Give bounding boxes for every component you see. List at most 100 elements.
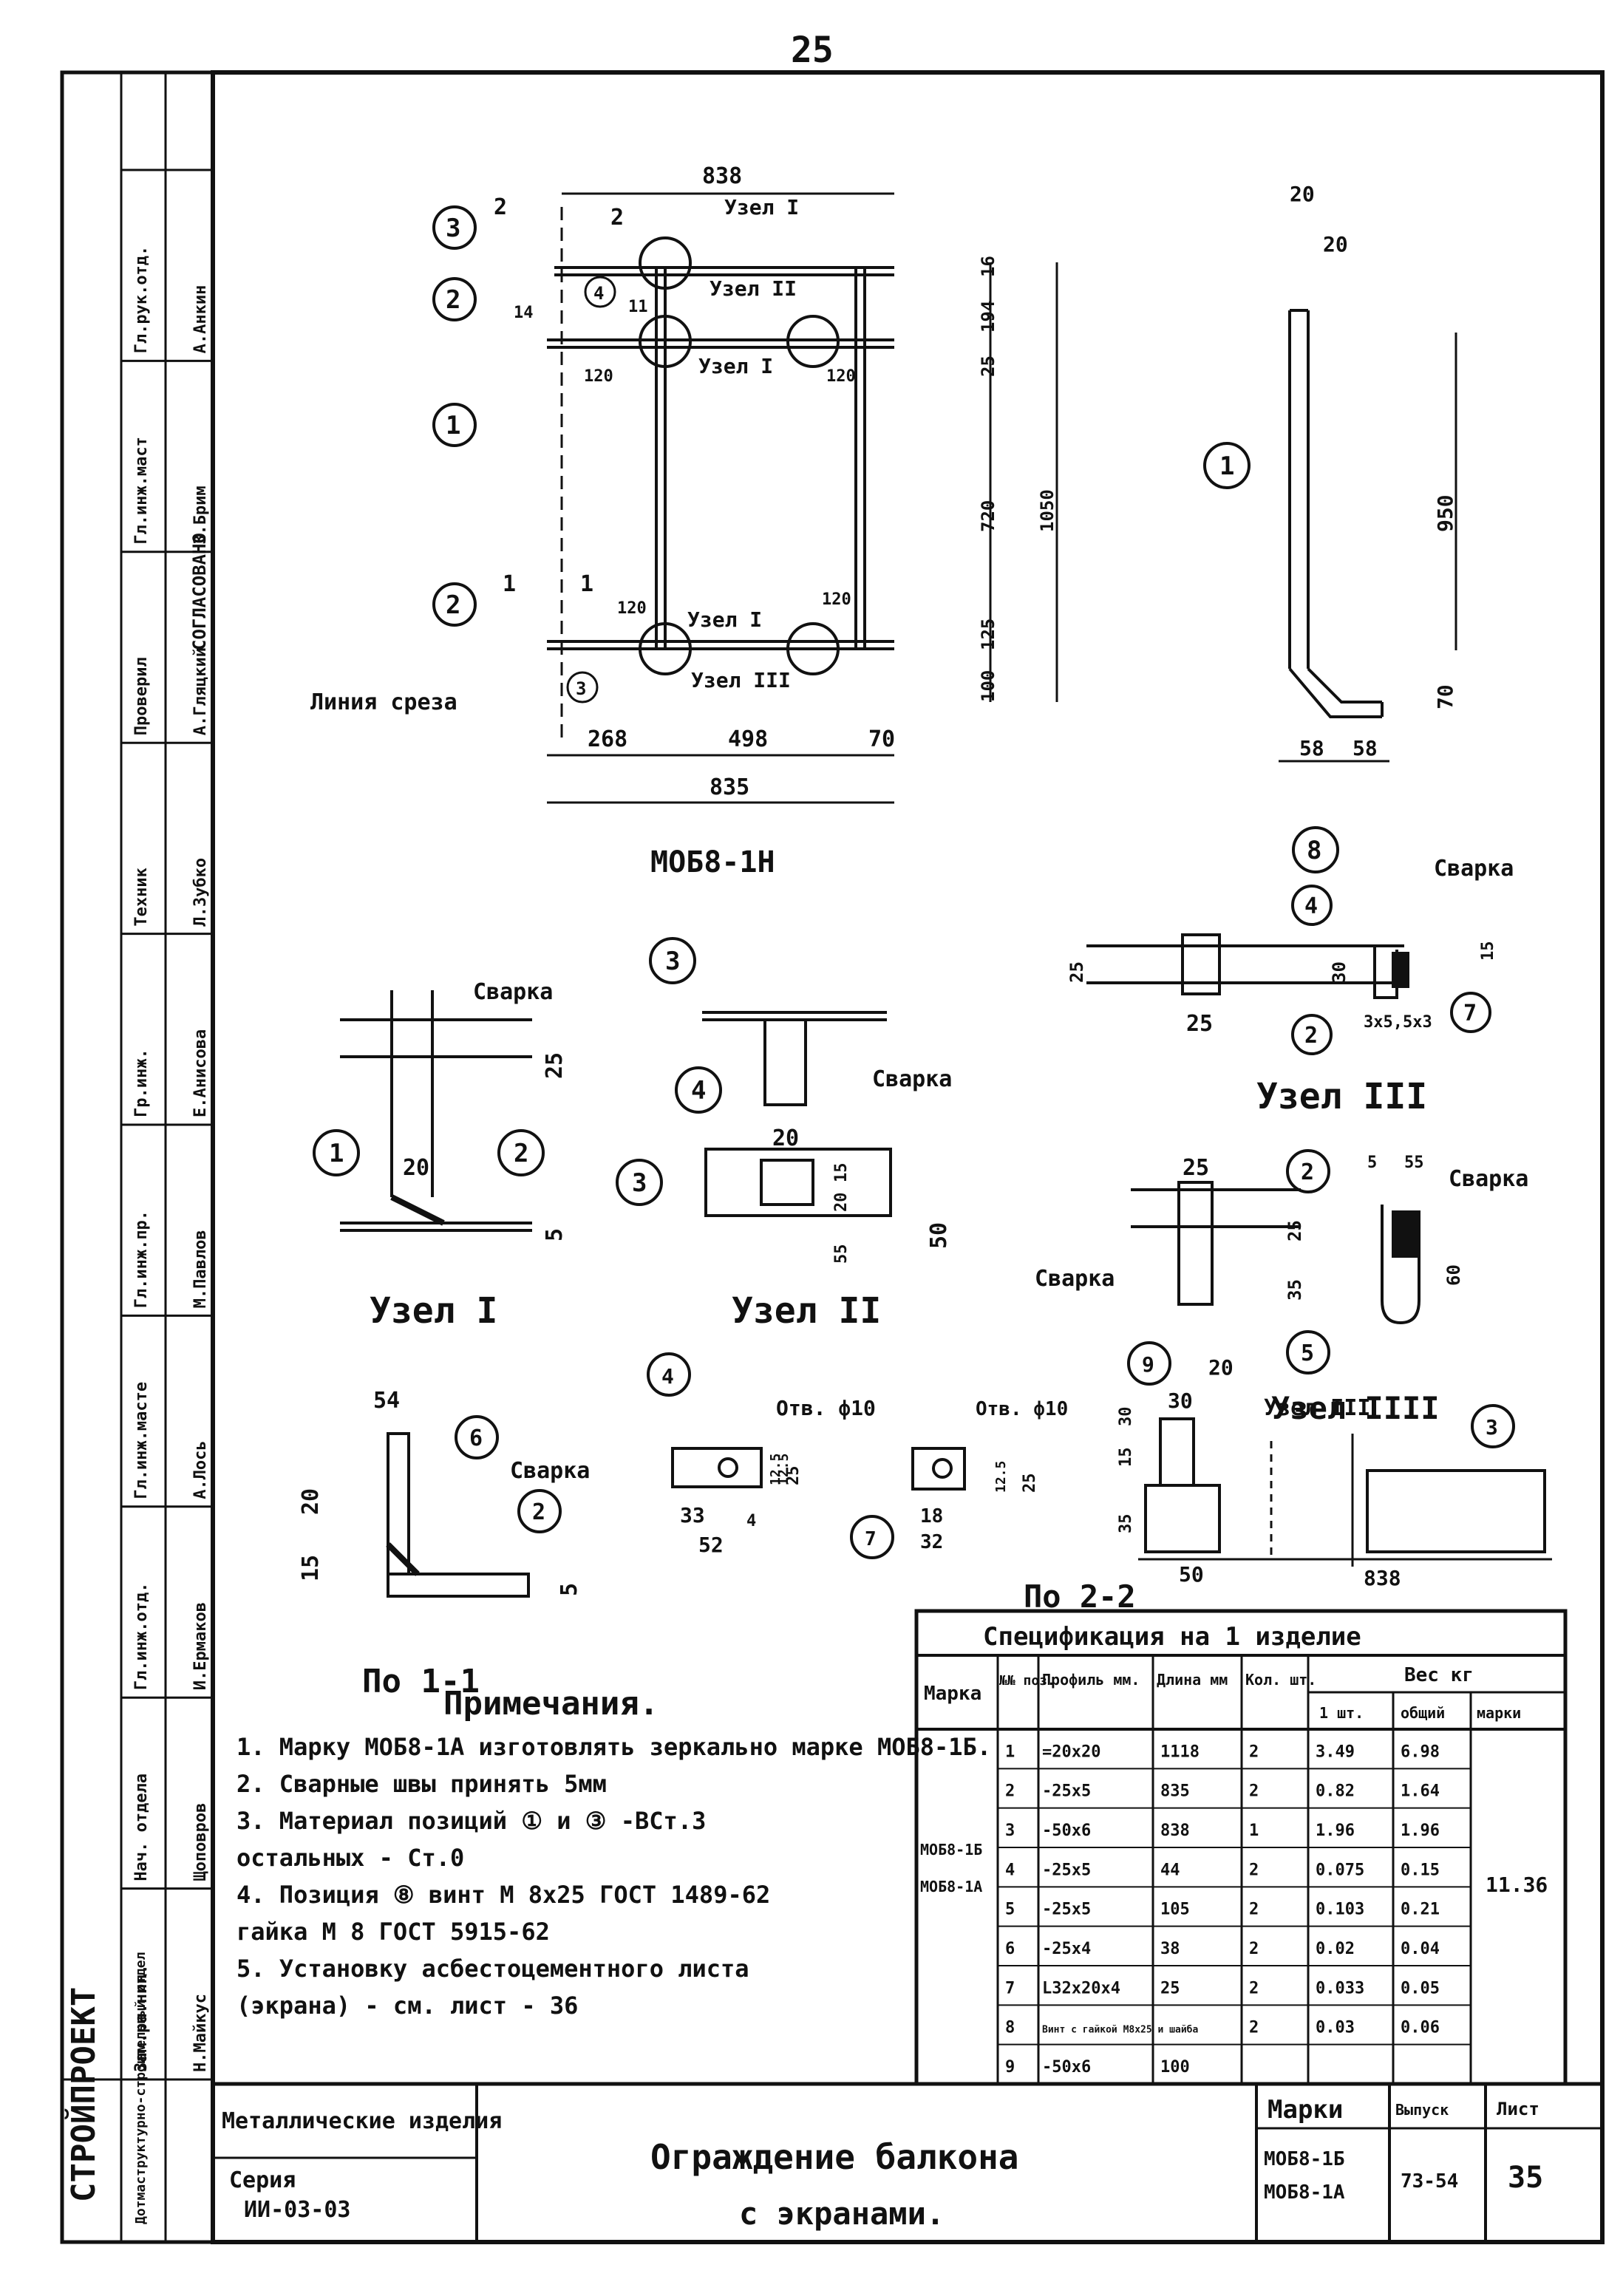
side-dim-w2: 58 <box>1352 736 1378 760</box>
side-dim-top2: 20 <box>1323 232 1348 256</box>
section-2-2-dim-3: 50 <box>1179 1562 1204 1587</box>
knot-4-dim-2: 5 <box>1367 1154 1377 1172</box>
note-line: 3. Материал позиций ① и ③ -ВСт.3 <box>237 1807 706 1835</box>
spec-cell: -25x5 <box>1042 1782 1091 1801</box>
spec-cell: 38 <box>1160 1940 1180 1958</box>
section-1-1-dim-3: 15 <box>298 1555 324 1581</box>
spec-cell: 0.02 <box>1316 1940 1355 1958</box>
spec-h-w1: 1 шт. <box>1319 1704 1364 1722</box>
spec-cell: 0.05 <box>1401 1979 1440 1997</box>
main-dim-s6: 14 <box>514 304 534 322</box>
knot-3-dim-4: 15 <box>1479 941 1497 961</box>
side-view <box>1203 309 1457 763</box>
spec-cell: 4 <box>1005 1861 1015 1879</box>
spec-cell: 1118 <box>1160 1743 1200 1761</box>
knot-2-pos-4: 4 <box>691 1076 706 1106</box>
strip-organization: СТРОЙПРОЕКТ <box>64 1987 103 2202</box>
cut-1-a: 1 <box>503 571 516 597</box>
knot-3-title: Узел III <box>1256 1076 1427 1117</box>
spec-h-w3: марки <box>1477 1704 1521 1722</box>
svg-text:4: 4 <box>593 283 604 304</box>
main-dim-top: 838 <box>702 163 742 189</box>
spec-cell: 7 <box>1005 1979 1015 1997</box>
knot-label-2: Узел II <box>710 276 797 301</box>
notes-list: 1. Марку МОБ8-1А изготовлять зеркально м… <box>237 1733 991 2020</box>
knot-2-title: Узел II <box>732 1290 881 1332</box>
section-1-1-dim-4: 5 <box>557 1583 582 1596</box>
spec-cell: 0.82 <box>1316 1782 1355 1801</box>
spec-cell: 0.15 <box>1401 1861 1440 1879</box>
strip-agreed: СОГЛАСОВАНО <box>189 533 210 650</box>
side-dim-w1: 58 <box>1299 736 1324 760</box>
spec-cell: 0.03 <box>1316 2019 1355 2037</box>
main-dim-right-small: 70 <box>868 726 895 752</box>
section-2-2-drawing <box>1127 1341 1552 1567</box>
spec-cell: 105 <box>1160 1901 1190 1919</box>
strip-role: Гл.рук.отд. <box>132 246 151 354</box>
main-dim-s1: 120 <box>584 367 613 386</box>
main-dim-mid: 498 <box>728 726 768 752</box>
spec-cell: -25x5 <box>1042 1901 1091 1919</box>
spec-h-qty: Кол. шт. <box>1245 1671 1316 1689</box>
part-4-drawing <box>647 1352 763 1488</box>
knot-4-pos-2: 2 <box>1301 1159 1314 1185</box>
main-dim-h2: 25 <box>978 355 998 377</box>
part-4-dim-2: 52 <box>698 1533 724 1557</box>
note-line: (экрана) - см. лист - 36 <box>237 1992 578 2020</box>
spec-h-length: Длина мм <box>1157 1671 1228 1689</box>
tb-mark-1: МОБ8-1Б <box>1264 2148 1345 2170</box>
spec-cell: 9 <box>1005 2058 1015 2077</box>
section-2-2-title: По 2-2 <box>1024 1578 1136 1615</box>
knot-1-title: Узел I <box>370 1290 497 1332</box>
spec-title: Спецификация на 1 изделие <box>983 1622 1361 1652</box>
tb-marks-label: Марки <box>1268 2095 1343 2125</box>
knot-3-pos-2: 2 <box>1304 1023 1318 1049</box>
knot-3-dim-2: 25 <box>1186 1011 1213 1037</box>
section-1-1-dim-2: 20 <box>298 1488 324 1515</box>
spec-cell: 2 <box>1005 1782 1015 1801</box>
cut-1-b: 1 <box>580 571 593 597</box>
title-block: Металлические изделия Серия ИИ-03-03 Огр… <box>213 2082 1602 2242</box>
knot-2-welding: Сварка <box>872 1066 952 1092</box>
note-line: гайка М 8 ГОСТ 5915-62 <box>237 1918 550 1946</box>
strip-role: Техник <box>132 868 151 926</box>
tb-sheet: 35 <box>1508 2161 1543 2195</box>
main-dim-h1: 720 <box>978 500 998 532</box>
spec-mark-weight: 11.36 <box>1486 1873 1548 1897</box>
spec-mark-2: МОБ8-1А <box>920 1878 982 1895</box>
spec-cell: 0.04 <box>1401 1940 1440 1958</box>
section-2-2-pos-9: 9 <box>1142 1352 1154 1377</box>
tb-category: Металлические изделия <box>222 2108 502 2134</box>
knot-3-pos-4: 4 <box>1304 893 1318 919</box>
part-4-hole: Отв. ф10 <box>776 1396 876 1420</box>
knot-2-dim-2: 55 <box>832 1244 851 1264</box>
strip-name: И.Ермаков <box>191 1602 210 1690</box>
main-dim-h5: 125 <box>978 619 998 650</box>
svg-text:3: 3 <box>576 678 586 699</box>
strip-name: Л.Зубко <box>191 858 210 927</box>
binding-strip <box>60 70 215 2244</box>
spec-cell: 838 <box>1160 1822 1190 1840</box>
spec-cell: 2 <box>1249 2019 1259 2037</box>
spec-cell: 2 <box>1249 1940 1259 1958</box>
svg-text:3: 3 <box>446 214 460 243</box>
spec-cell: 1 <box>1249 1822 1259 1840</box>
side-dim-height: 950 <box>1433 494 1457 532</box>
knot-3-welding: Сварка <box>1434 856 1514 882</box>
spec-cell: -25x4 <box>1042 1940 1091 1958</box>
spec-h-profile: Профиль мм. <box>1042 1671 1140 1689</box>
strip-name: Е.Анисова <box>191 1029 210 1117</box>
section-1-1-dim-1: 54 <box>373 1388 400 1414</box>
spec-cell: 2 <box>1249 1782 1259 1801</box>
tb-issue: 73-54 <box>1401 2170 1458 2193</box>
spec-cell: 44 <box>1160 1861 1180 1879</box>
section-1-1-title: По 1-1 <box>362 1663 480 1700</box>
spec-mark-1: МОБ8-1Б <box>920 1841 982 1859</box>
section-2-2-knot: Узел III <box>1264 1395 1371 1421</box>
section-2-2-dim-1: 20 <box>1208 1355 1234 1380</box>
part-4-dim-1: 33 <box>680 1503 705 1527</box>
spec-cell: 1.96 <box>1316 1822 1355 1840</box>
spec-cell: 6.98 <box>1401 1743 1440 1761</box>
knot-label-3: Узел I <box>698 354 773 378</box>
spec-cell: 0.06 <box>1401 2019 1440 2037</box>
